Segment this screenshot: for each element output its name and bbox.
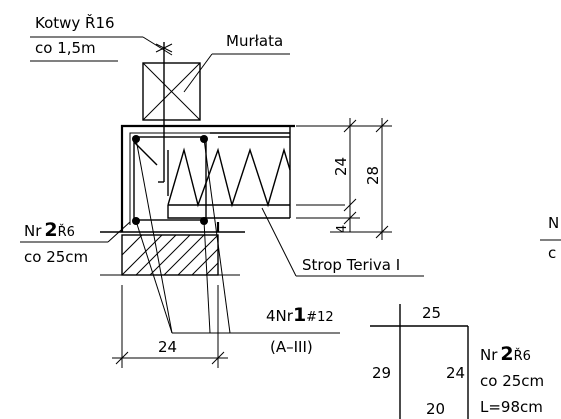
stirrup-detail [370, 304, 469, 419]
beam-cover [129, 132, 210, 225]
slab-bottom [167, 205, 290, 219]
wall-hatch [121, 234, 219, 276]
bar1-label: 4Nr1#12 [266, 304, 334, 326]
stirrup-dim-bottom: 20 [426, 400, 445, 418]
slab-leader [261, 207, 297, 277]
anchors-spacing: co 1,5m [35, 39, 96, 57]
anchor-bolt-nut-2 [155, 43, 173, 53]
stirrup-dim-left: 29 [372, 364, 391, 382]
slab-blocks [167, 147, 291, 208]
anchors-leader [142, 36, 173, 56]
beam-outline-top [120, 124, 295, 232]
dim-24-vertical: 24 [332, 157, 350, 176]
stirrup-bar [133, 136, 207, 221]
bar2-leader [107, 221, 131, 243]
anchors-title: Kotwy Ř16 [35, 13, 115, 32]
dim-28-vertical: 28 [364, 166, 382, 185]
stirrup-dim-top: 25 [422, 304, 441, 322]
wall-plate-label: Murłata [226, 32, 283, 50]
stirrup-detail-length: L=98cm [480, 398, 543, 416]
stirrup-hook [133, 141, 158, 166]
wall-plate-cross-2 [142, 62, 201, 121]
dim-4-vertical: 4 [335, 225, 350, 233]
right-cut-label-n: N [548, 214, 559, 232]
right-cut-label-c: c [548, 244, 556, 262]
bar2-spacing: co 25cm [24, 248, 88, 266]
dim-24-horizontal: 24 [158, 338, 177, 356]
bar1-grade: (A–III) [270, 338, 313, 356]
bar1-leaders [135, 138, 340, 334]
wall-plate [142, 62, 201, 121]
slab-label: Strop Teriva I [302, 256, 400, 274]
dim-horizontal [112, 285, 228, 368]
stirrup-dim-inner: 24 [446, 364, 465, 382]
dim-vertical [296, 118, 392, 240]
stirrup-detail-spacing: co 25cm [480, 372, 544, 390]
wall-plate-leader [183, 53, 213, 93]
